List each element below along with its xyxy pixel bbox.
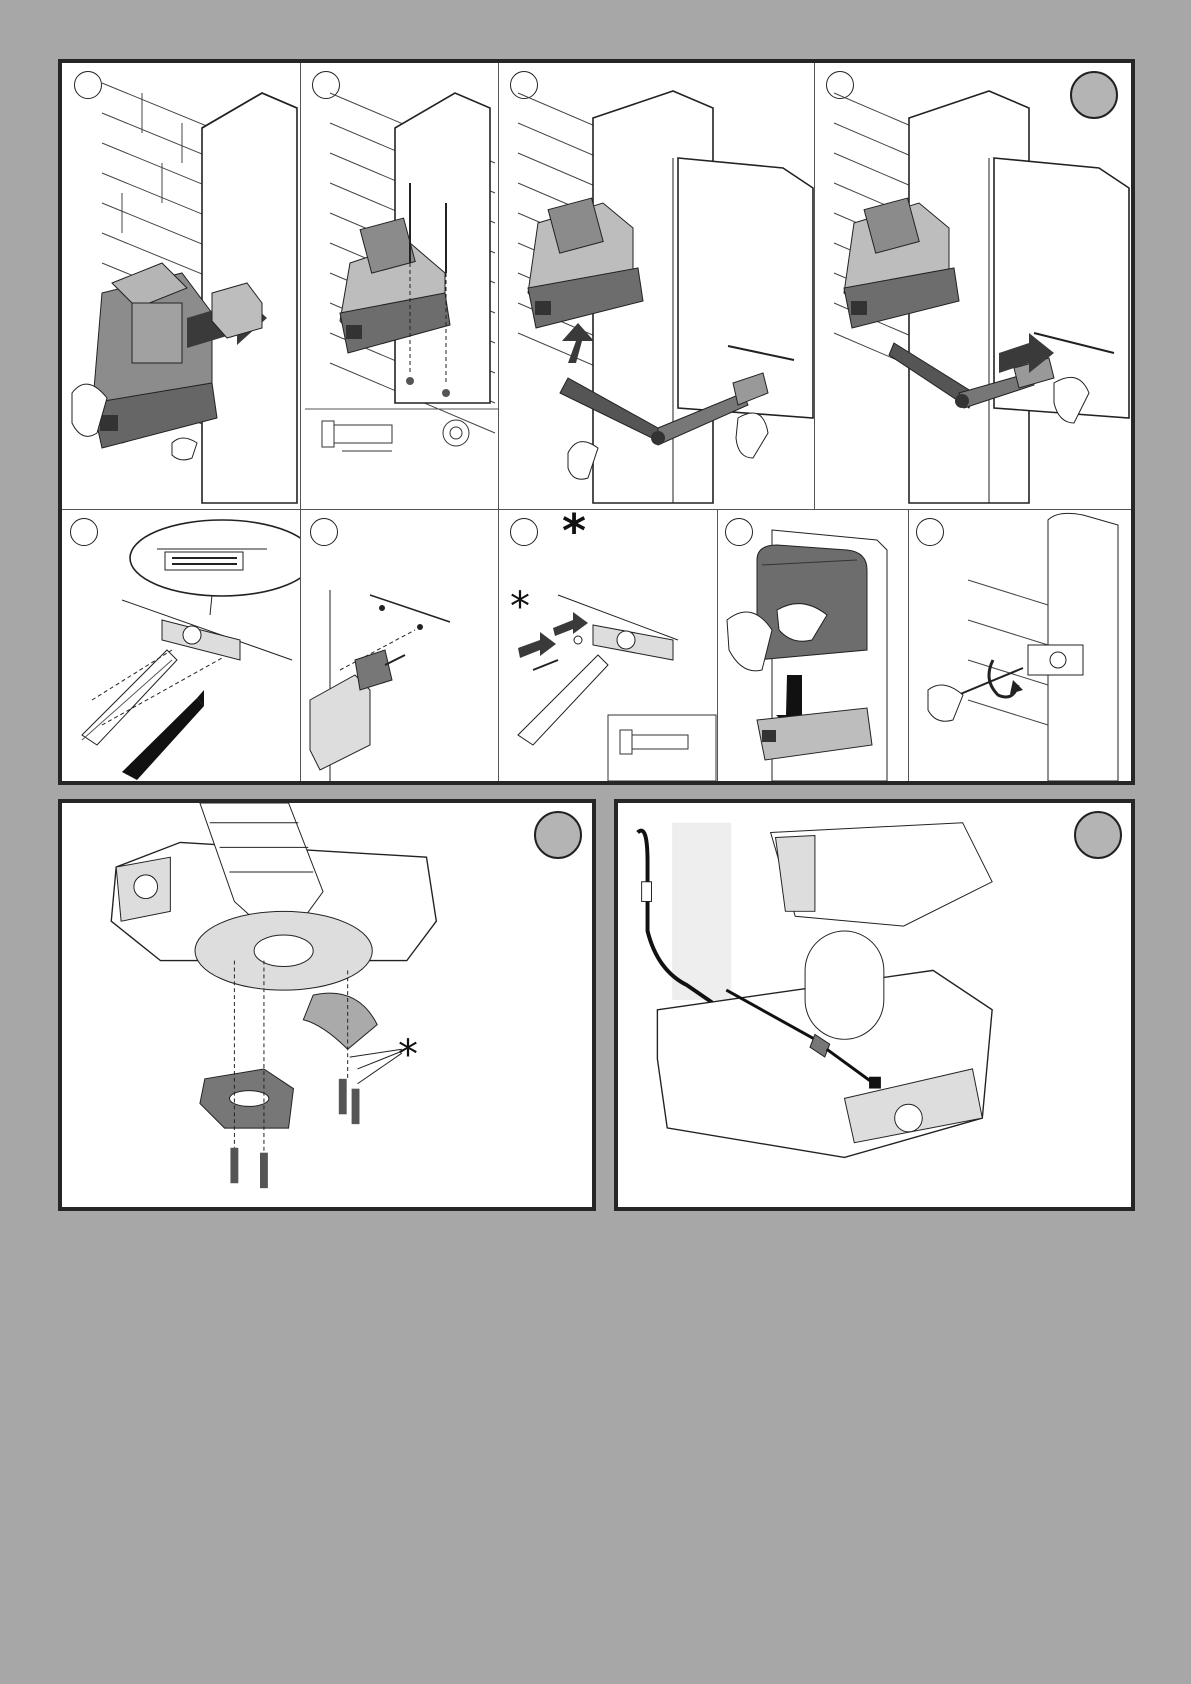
arm-fit-illustration <box>498 63 814 509</box>
step-panel-4 <box>814 63 1131 509</box>
tighten-screw-illustration <box>908 510 1131 781</box>
detail-panel-cable <box>614 799 1135 1211</box>
step-panel-5 <box>62 510 300 781</box>
mark-holes-illustration <box>62 510 300 781</box>
step-panel-1 <box>62 63 300 509</box>
cable-connection-illustration <box>618 803 1131 1209</box>
status-badge <box>1074 811 1122 859</box>
detail-panel-gear: * <box>58 799 596 1211</box>
asterisk-marker: * <box>398 1035 418 1075</box>
arm-bracket-gate-illustration <box>814 63 1131 509</box>
drill-illustration <box>300 510 498 781</box>
status-badge <box>534 811 582 859</box>
step-panel-6 <box>300 510 498 781</box>
gear-limit-stop-illustration <box>62 803 592 1209</box>
svg-text:*: * <box>510 584 530 630</box>
step-panel-3 <box>498 63 814 509</box>
fix-screws-illustration: * <box>498 510 717 781</box>
installation-steps-grid: * * <box>58 59 1135 785</box>
step-panel-8 <box>717 510 908 781</box>
fit-cover-illustration <box>717 510 908 781</box>
step-panel-9 <box>908 510 1131 781</box>
step-panel-7: * * <box>498 510 717 781</box>
step-panel-2 <box>300 63 498 509</box>
bolts-illustration <box>300 63 498 509</box>
mount-bracket-illustration <box>62 63 300 509</box>
